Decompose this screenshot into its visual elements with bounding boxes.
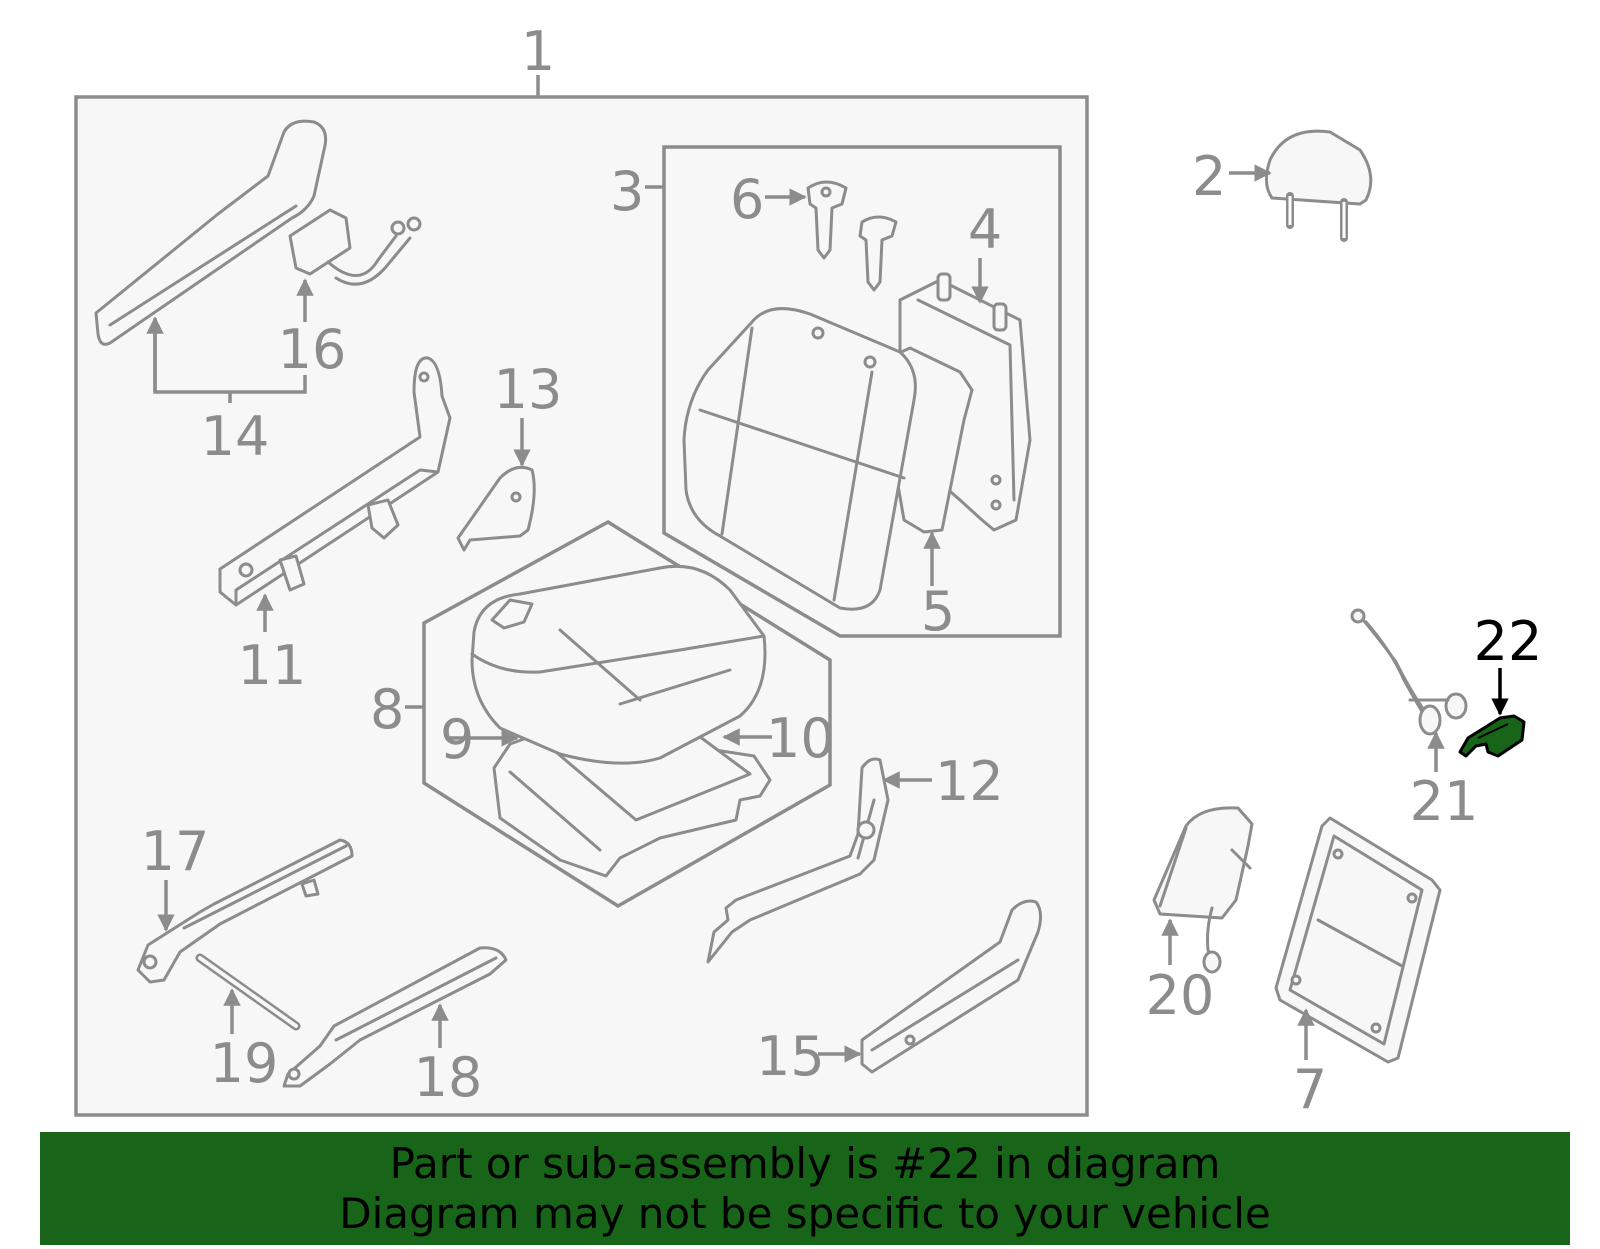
callout-11: 11	[238, 634, 307, 697]
part-21-harness	[1350, 608, 1468, 736]
callout-1: 1	[521, 20, 555, 83]
part-2-headrest	[1265, 129, 1373, 242]
callout-19: 19	[210, 1032, 279, 1095]
callout-18: 18	[414, 1046, 483, 1109]
part-20-airbag	[1152, 806, 1254, 974]
callout-12: 12	[935, 750, 1004, 813]
part-7-back-board	[1274, 816, 1442, 1064]
banner-line-1: Part or sub-assembly is #22 in diagram	[389, 1138, 1221, 1188]
callout-22: 22	[1474, 610, 1543, 673]
callout-7: 7	[1293, 1058, 1327, 1121]
callout-5: 5	[921, 580, 955, 643]
part-14-side-shield	[94, 119, 328, 346]
callout-3: 3	[610, 160, 644, 223]
banner-line-2: Diagram may not be specific to your vehi…	[339, 1188, 1271, 1238]
callout-8: 8	[370, 678, 404, 741]
part-12-side-trim	[706, 757, 890, 964]
part-3-back-cushion	[682, 307, 917, 611]
part-22-highlighted	[1458, 714, 1526, 758]
callout-4: 4	[968, 198, 1002, 261]
part-13-cover	[456, 465, 536, 552]
callout-20: 20	[1146, 964, 1215, 1027]
callout-15: 15	[756, 1025, 825, 1088]
part-17-seat-track	[136, 838, 354, 984]
info-banner: Part or sub-assembly is #22 in diagram D…	[40, 1132, 1570, 1245]
callout-14: 14	[201, 405, 270, 468]
part-18-seat-track	[282, 946, 508, 1088]
callout-21: 21	[1410, 770, 1479, 833]
part-10-seat-cushion	[470, 564, 772, 878]
callout-6: 6	[730, 168, 764, 231]
callout-10: 10	[766, 707, 835, 770]
callout-17: 17	[141, 820, 210, 883]
part-16-switch	[288, 208, 422, 286]
callout-16: 16	[278, 318, 347, 381]
callout-13: 13	[494, 358, 563, 421]
part-6-headrest-guide	[806, 180, 898, 292]
callout-9: 9	[440, 708, 474, 771]
part-15-side-shield	[860, 899, 1043, 1074]
callout-2: 2	[1192, 145, 1226, 208]
part-19-rod	[195, 953, 301, 1031]
part-11-recliner	[218, 356, 452, 607]
